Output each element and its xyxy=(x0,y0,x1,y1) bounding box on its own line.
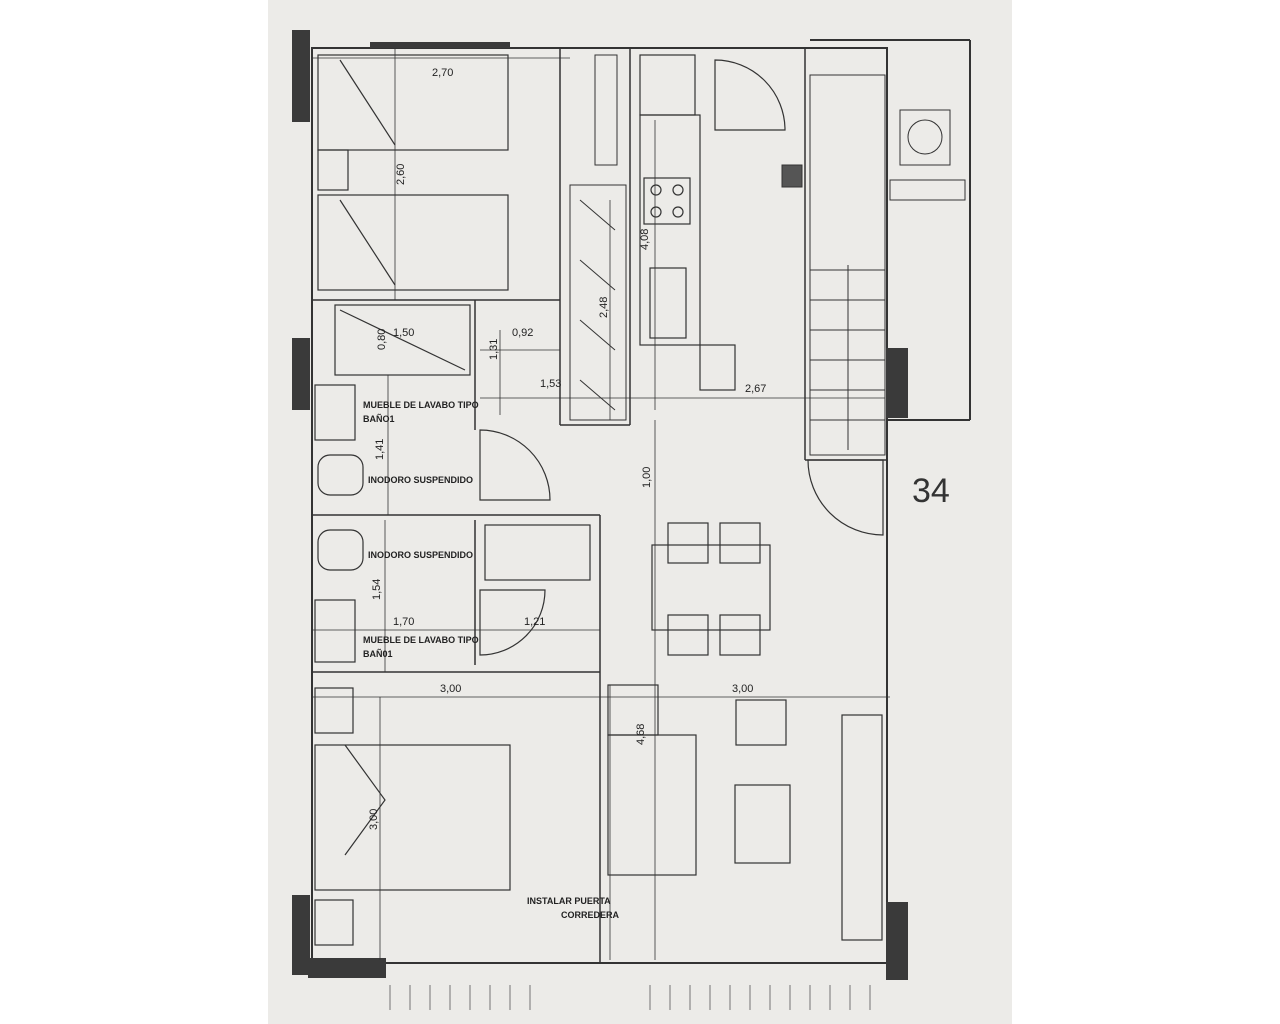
hanger xyxy=(579,319,616,351)
window-marker xyxy=(370,42,510,48)
chair xyxy=(719,614,761,656)
label-lavabo-1b: BAÑO1 xyxy=(363,414,395,424)
hanger xyxy=(579,199,616,231)
outer-walls xyxy=(311,39,971,964)
stairs xyxy=(781,74,966,456)
nightstand xyxy=(314,687,354,734)
chair xyxy=(667,614,709,656)
heater xyxy=(889,179,966,201)
burner xyxy=(650,184,662,196)
dim-label: 0,92 xyxy=(512,327,533,339)
window-marker xyxy=(292,30,310,122)
dim-label: 1,21 xyxy=(524,616,545,628)
bed xyxy=(317,194,509,291)
dimension-lines xyxy=(312,48,890,960)
chair xyxy=(719,522,761,564)
kitchen xyxy=(639,54,786,391)
window-marker xyxy=(308,958,386,978)
shower-tray xyxy=(334,304,471,376)
dim-label: 2,60 xyxy=(395,164,407,185)
label-inodoro-1: INODORO SUSPENDIDO xyxy=(368,475,473,485)
label-puerta-2: CORREDERA xyxy=(561,910,620,920)
dim-label: 2,70 xyxy=(432,67,453,79)
counter-return xyxy=(699,344,736,391)
window-markers xyxy=(292,30,908,980)
washer-drum xyxy=(907,119,943,155)
pouf xyxy=(735,699,787,746)
washbasin xyxy=(314,599,356,663)
burner xyxy=(650,206,662,218)
bathroom-fixtures xyxy=(314,304,884,663)
washbasin xyxy=(314,384,356,441)
armchair xyxy=(607,684,659,736)
nightstand xyxy=(317,149,349,191)
dim-label: 1,50 xyxy=(393,327,414,339)
dim-label: 1,31 xyxy=(488,339,500,360)
bed xyxy=(317,54,509,151)
tv-unit xyxy=(841,714,883,941)
dim-label: 0,80 xyxy=(376,329,388,350)
closet xyxy=(484,524,591,581)
label-puerta-1: INSTALAR PUERTA xyxy=(527,896,611,906)
toilet xyxy=(317,529,364,571)
dim-label: 1,41 xyxy=(374,439,386,460)
door-swing xyxy=(479,589,546,656)
dim-label: 1,00 xyxy=(641,467,653,488)
dim-label: 3,00 xyxy=(368,809,380,830)
window-marker xyxy=(886,348,908,418)
burner xyxy=(672,184,684,196)
twin-beds xyxy=(317,54,509,291)
bed-line xyxy=(339,59,396,146)
interior-walls xyxy=(312,48,887,963)
toilet xyxy=(317,454,364,496)
dim-label: 1,70 xyxy=(393,616,414,628)
dim-label: 1,53 xyxy=(540,378,561,390)
washer xyxy=(899,109,951,166)
sink xyxy=(649,267,687,339)
door-swing xyxy=(479,429,551,501)
wardrobe-box xyxy=(569,184,627,421)
door-swing xyxy=(807,459,884,536)
sofa xyxy=(607,734,697,876)
door-swing xyxy=(714,59,786,131)
label-lavabo-2: MUEBLE DE LAVABO TIPO xyxy=(363,635,479,645)
dim-label: 3,00 xyxy=(732,683,753,695)
label-lavabo-1: MUEBLE DE LAVABO TIPO xyxy=(363,400,479,410)
dim-label: 3,00 xyxy=(440,683,461,695)
dim-label: 4,68 xyxy=(635,724,647,745)
living-area xyxy=(607,522,883,941)
window-marker xyxy=(886,902,908,980)
dim-label: 4,08 xyxy=(639,229,651,250)
shower-line xyxy=(339,309,466,371)
burner xyxy=(672,206,684,218)
dim-label: 2,48 xyxy=(598,297,610,318)
window-marker xyxy=(292,338,310,410)
stair-vent xyxy=(781,164,803,188)
wardrobe xyxy=(569,54,627,421)
label-inodoro-2: INODORO SUSPENDIDO xyxy=(368,550,473,560)
closet-column xyxy=(594,54,618,166)
hanger xyxy=(579,379,616,411)
hanger xyxy=(579,259,616,291)
counter xyxy=(639,114,701,346)
bed xyxy=(314,744,511,891)
unit-number: 34 xyxy=(912,472,950,510)
double-bed xyxy=(314,687,511,946)
nightstand xyxy=(314,899,354,946)
dining-table xyxy=(651,544,771,631)
coffee-table xyxy=(734,784,791,864)
fridge xyxy=(639,54,696,116)
window-marker xyxy=(292,895,310,975)
bed-line xyxy=(339,199,396,286)
bed-line xyxy=(344,744,386,856)
terrace-hatch xyxy=(389,985,871,1010)
stair-block xyxy=(809,74,886,456)
dim-label: 1,54 xyxy=(371,579,383,600)
chair xyxy=(667,522,709,564)
label-lavabo-2b: BAÑ01 xyxy=(363,649,393,659)
dim-label: 2,67 xyxy=(745,383,766,395)
cooktop xyxy=(643,177,691,225)
